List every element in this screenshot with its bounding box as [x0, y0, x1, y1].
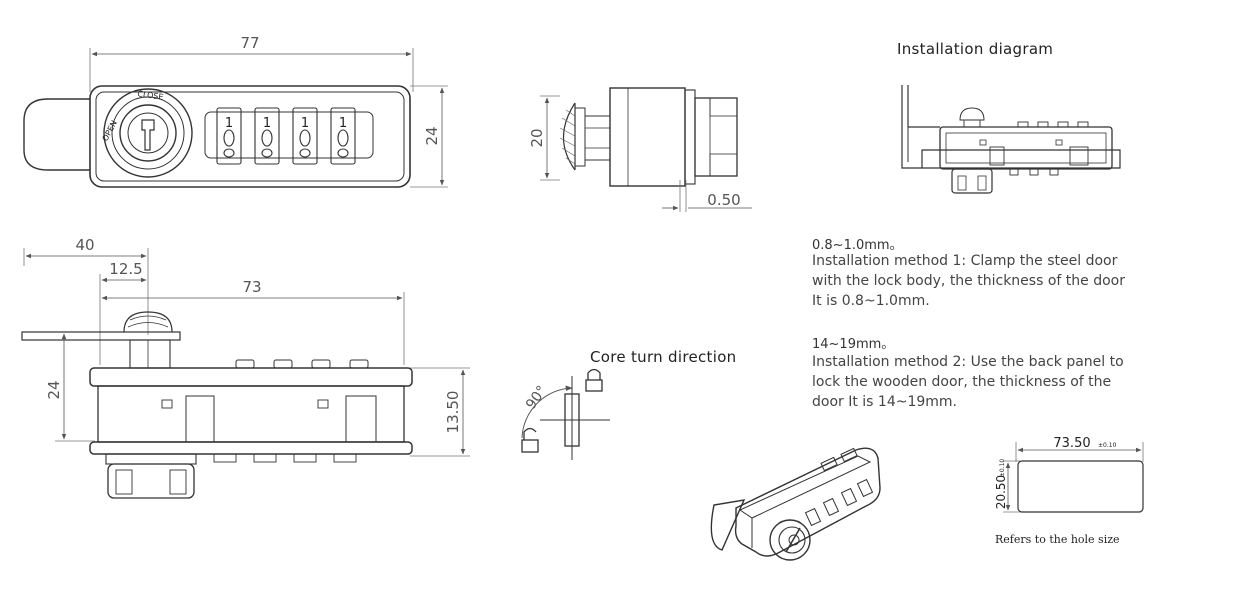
method2-line: Installation method 2: Use the back pane… — [812, 354, 1124, 370]
dim-profile-overall: 40 — [75, 236, 94, 254]
method2-line: door It is 14~19mm. — [812, 394, 958, 410]
dim-hole-width-tol: ±0.10 — [1098, 442, 1117, 449]
dim-top-height: 24 — [423, 126, 441, 145]
installation-drawing — [901, 85, 1121, 194]
dim-top-width: 77 — [240, 34, 259, 52]
dim-hole-width: 73.50 — [1053, 436, 1090, 451]
profile-view: 40 12.5 73 24 13.50 — [21, 236, 470, 499]
turn-angle-label: 90° — [523, 383, 550, 413]
method2-range: 14~19mm。 — [812, 337, 895, 352]
method1-line: It is 0.8~1.0mm. — [812, 293, 930, 309]
dial-1: 1 — [225, 116, 233, 131]
side-view: 20 0.50 — [528, 87, 752, 212]
dim-profile-offset: 12.5 — [109, 260, 142, 278]
dim-profile-body: 13.50 — [444, 391, 462, 434]
dial-4: 1 — [339, 116, 347, 131]
method1-line: Installation method 1: Clamp the steel d… — [812, 253, 1118, 269]
method2-line: lock the wooden door, the thickness of t… — [812, 374, 1112, 390]
dim-side-gap: 0.50 — [707, 191, 740, 209]
dim-hole-height: 20.50 — [994, 475, 1008, 509]
method1-range: 0.8~1.0mm。 — [812, 238, 903, 253]
close-mark: CLOSE — [137, 89, 164, 102]
dim-side-height: 20 — [528, 128, 546, 147]
dim-hole-height-tol: ±0.10 — [999, 459, 1006, 478]
locked-padlock-icon — [585, 368, 603, 392]
method2-description: Installation method 2: Use the back pane… — [812, 352, 1192, 412]
method1-line: with the lock body, the thickness of the… — [812, 273, 1125, 289]
lock-3d-illustration — [710, 447, 881, 561]
dial-3: 1 — [301, 116, 309, 131]
dial-2: 1 — [263, 116, 271, 131]
hole-size-drawing: 73.50 ±0.10 20.50 ±0.10 — [994, 436, 1144, 513]
hole-size-note: Refers to the hole size — [995, 533, 1120, 546]
method1-description: Installation method 1: Clamp the steel d… — [812, 251, 1192, 311]
core-turn-heading: Core turn direction — [590, 348, 737, 366]
core-turn-diagram: 90° — [521, 368, 610, 460]
front-view: 77 24 1 1 — [23, 34, 448, 188]
unlocked-padlock-icon — [521, 427, 539, 453]
installation-diagram-heading: Installation diagram — [897, 40, 1054, 58]
dim-profile-width: 73 — [242, 278, 261, 296]
dim-profile-height: 24 — [45, 380, 63, 399]
